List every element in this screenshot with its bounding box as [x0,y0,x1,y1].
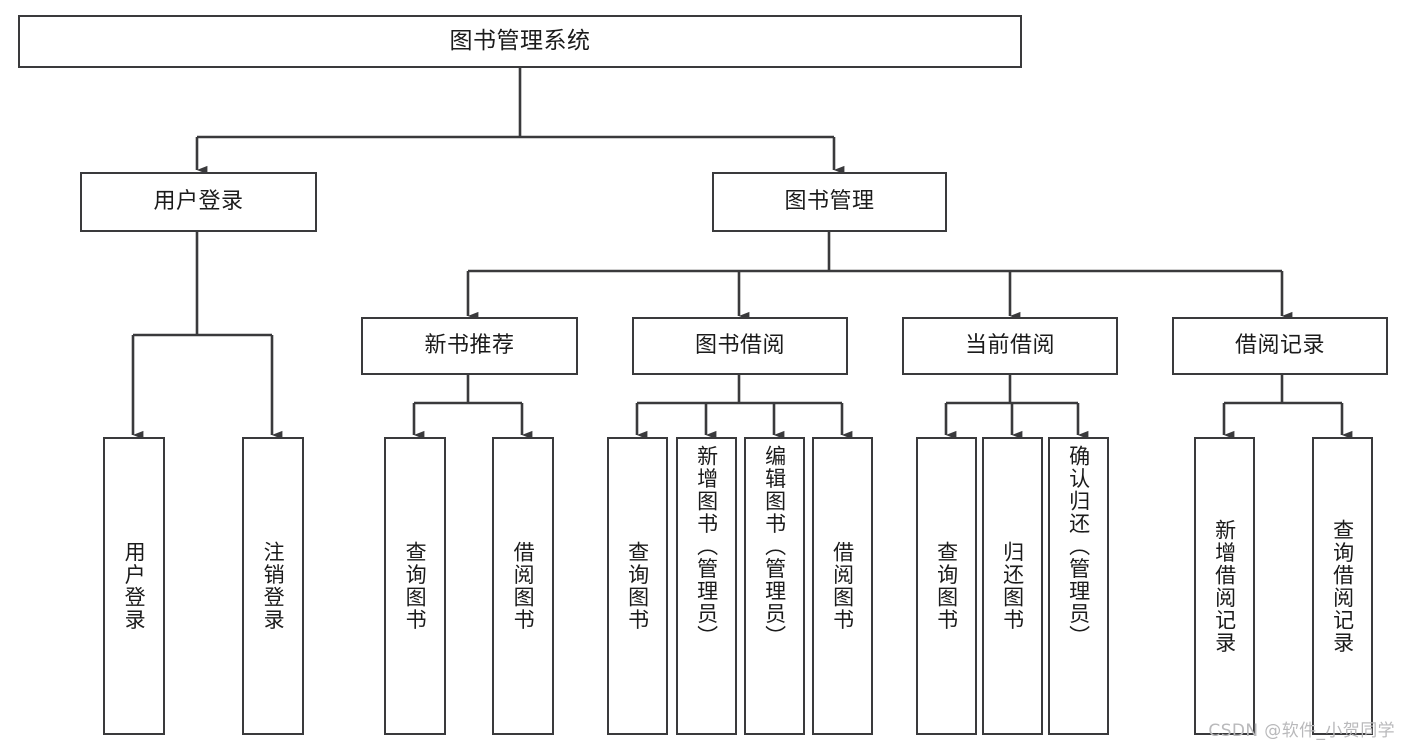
node-borrow-record[interactable]: 借阅记录 [1172,317,1388,375]
node-label: 借阅记录 [1234,333,1325,359]
node-label: 当前借阅 [964,333,1055,359]
node-user-login[interactable]: 用户登录 [80,172,317,232]
edges-new-book-to-leaves [412,375,533,440]
leaf-query-borrow-record[interactable]: 查询借阅记录 [1312,437,1373,735]
node-book-management[interactable]: 图书管理 [712,172,947,232]
node-label: 图书管理系统 [449,28,591,55]
leaf-query-book-recommend[interactable]: 查询图书 [384,437,446,735]
node-label: 新增图书（管理员） [694,445,719,648]
leaf-logout[interactable]: 注销登录 [242,437,304,735]
leaf-query-book-borrow[interactable]: 查询图书 [607,437,668,735]
node-label: 用户登录 [153,189,244,215]
node-label: 查询图书 [625,541,650,631]
node-current-borrow[interactable]: 当前借阅 [902,317,1118,375]
edges-borrow-record-to-leaves [1222,375,1353,440]
node-label: 图书借阅 [694,333,785,359]
node-book-borrow[interactable]: 图书借阅 [632,317,848,375]
leaf-user-login[interactable]: 用户登录 [103,437,165,735]
node-label: 查询图书 [403,541,428,631]
node-label: 用户登录 [122,541,147,631]
leaf-add-borrow-record[interactable]: 新增借阅记录 [1194,437,1255,735]
edges-user-login-to-leaves [131,232,283,440]
node-label: 新书推荐 [424,333,515,359]
node-new-book-recommend[interactable]: 新书推荐 [361,317,578,375]
leaf-query-book-current[interactable]: 查询图书 [916,437,977,735]
node-root-library-management-system[interactable]: 图书管理系统 [18,15,1022,68]
node-label: 查询图书 [934,541,959,631]
node-label: 新增借阅记录 [1212,518,1237,654]
node-label: 图书管理 [784,189,875,215]
edges-current-borrow-to-leaves [944,375,1089,440]
leaf-confirm-return-admin[interactable]: 确认归还（管理员） [1048,437,1109,735]
edges-root-to-level2 [195,68,845,175]
leaf-add-book-admin[interactable]: 新增图书（管理员） [676,437,737,735]
node-label: 注销登录 [261,541,286,631]
leaf-edit-book-admin[interactable]: 编辑图书（管理员） [744,437,805,735]
node-label: 借阅图书 [830,541,855,631]
edges-book-borrow-to-leaves [635,375,853,440]
leaf-borrow-book[interactable]: 借阅图书 [812,437,873,735]
edges-book-manage-to-level3 [466,232,1293,321]
node-label: 查询借阅记录 [1330,518,1355,654]
node-label: 确认归还（管理员） [1066,445,1091,648]
leaf-borrow-book-recommend[interactable]: 借阅图书 [492,437,554,735]
node-label: 归还图书 [1000,541,1025,631]
leaf-return-book[interactable]: 归还图书 [982,437,1043,735]
node-label: 借阅图书 [511,541,536,631]
node-label: 编辑图书（管理员） [762,445,787,648]
